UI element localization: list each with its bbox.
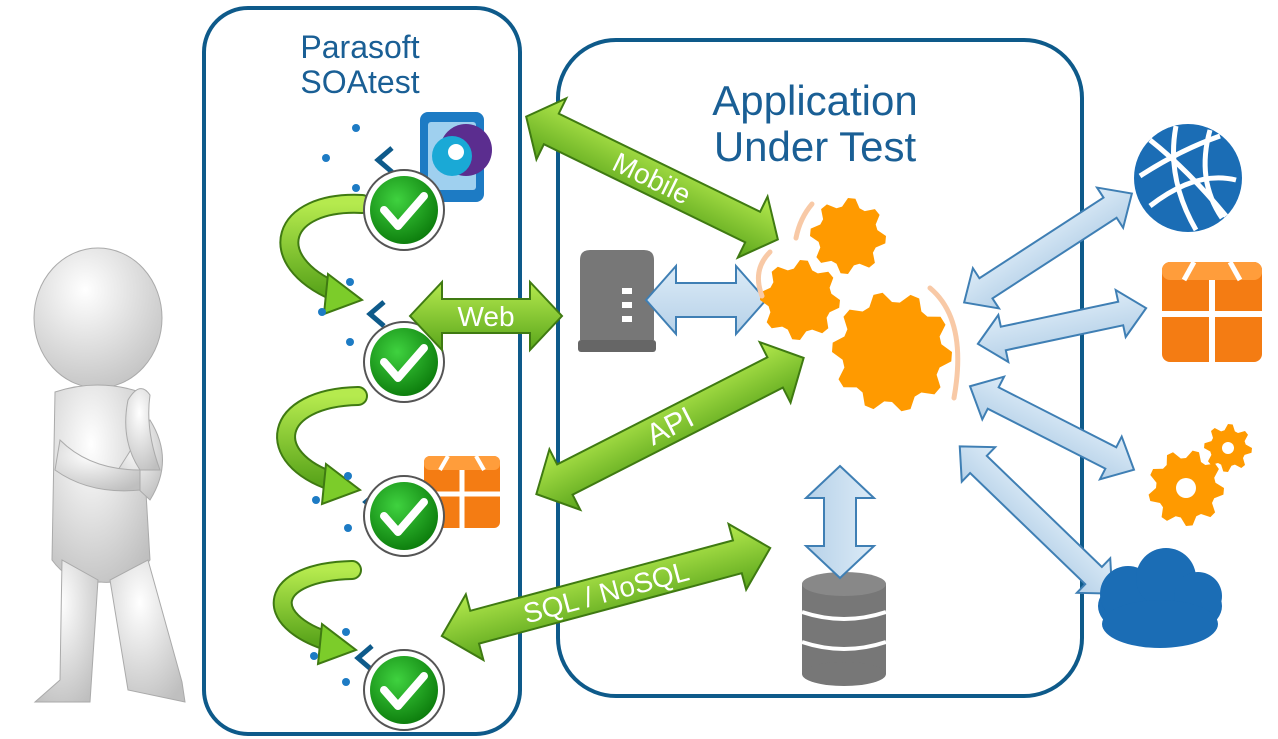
test-flow-arrow-2 bbox=[276, 386, 368, 506]
cloud-icon bbox=[1098, 548, 1222, 648]
gear-arcs bbox=[755, 201, 961, 401]
step-marker-4 bbox=[310, 628, 374, 686]
aut-title: Application Under Test bbox=[600, 77, 1030, 171]
right-gear-small-hole bbox=[1222, 442, 1234, 454]
gears-icon bbox=[1148, 424, 1252, 526]
web-server-icon bbox=[578, 250, 656, 352]
aut-gear-large bbox=[832, 292, 952, 412]
step-marker-2 bbox=[318, 278, 386, 346]
package-icon bbox=[1162, 260, 1262, 362]
mobile-connection-arrow: Mobile bbox=[525, 96, 779, 260]
check-icon-3 bbox=[363, 475, 445, 557]
test-flow-arrow-1 bbox=[279, 193, 372, 316]
sql-connection-arrow: SQL / NoSQL bbox=[440, 521, 772, 663]
aut-title-line2: Under Test bbox=[713, 123, 917, 171]
aut-gear-small bbox=[810, 198, 886, 274]
soatest-title-line2: SOAtest bbox=[300, 64, 420, 101]
globe-connection-arrow bbox=[962, 186, 1134, 310]
right-gear-large-hole bbox=[1176, 478, 1196, 498]
check-icon-4 bbox=[363, 649, 445, 731]
web-connection-label: Web bbox=[457, 301, 514, 332]
database-icon bbox=[801, 572, 887, 686]
aut-title-line1: Application bbox=[712, 77, 918, 124]
gears-connection-arrow bbox=[968, 375, 1136, 481]
step-marker-1 bbox=[322, 124, 394, 192]
gears-database-arrow bbox=[803, 464, 877, 580]
soatest-title-line1: Parasoft bbox=[300, 29, 420, 65]
globe-icon bbox=[1134, 124, 1242, 232]
aut-gear-medium bbox=[760, 260, 840, 340]
thinking-person-icon bbox=[33, 247, 186, 703]
server-gears-arrow bbox=[644, 263, 768, 337]
api-connection-arrow: API bbox=[535, 340, 805, 512]
mobile-device-icon bbox=[420, 112, 492, 202]
gears-icon-aut bbox=[760, 198, 952, 412]
mobile-connection-label: Mobile bbox=[608, 146, 696, 210]
check-icon-2 bbox=[363, 321, 445, 403]
web-connection-arrow: Web bbox=[408, 279, 564, 353]
test-flow-arrow-3 bbox=[272, 560, 362, 666]
check-icon-1 bbox=[363, 169, 445, 251]
package-connection-arrow bbox=[976, 288, 1148, 364]
soatest-title: Parasoft SOAtest bbox=[230, 29, 490, 101]
